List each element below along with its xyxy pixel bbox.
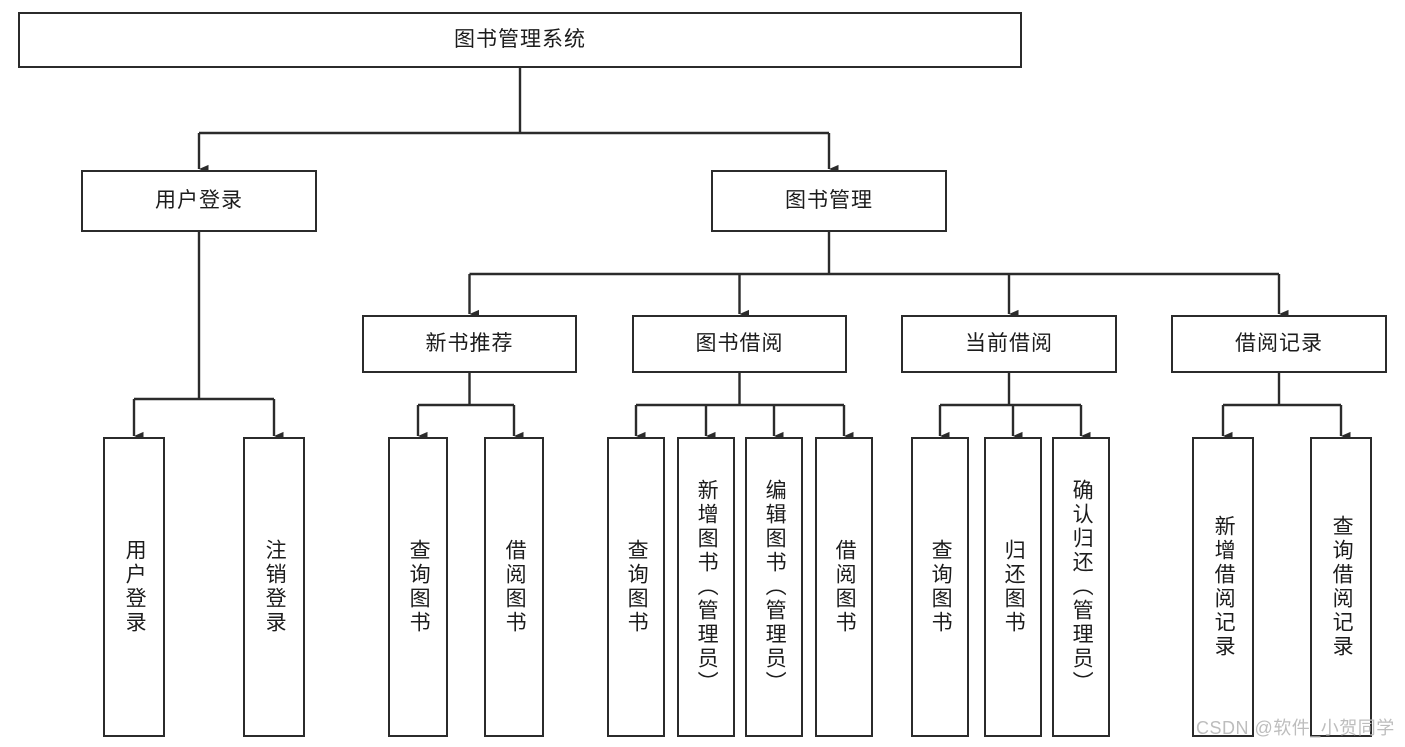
node-book-borrow[interactable]: 图书借阅: [632, 315, 847, 373]
node-label: 确认归还（管理员）: [1070, 479, 1094, 695]
node-leaf-edit-book-admin[interactable]: 编辑图书（管理员）: [745, 437, 803, 737]
edge-paths: [132, 68, 1351, 441]
node-leaf-return-book[interactable]: 归还图书: [984, 437, 1042, 737]
node-leaf-user-login[interactable]: 用户登录: [103, 437, 165, 737]
node-leaf-borrow-book-1[interactable]: 借阅图书: [484, 437, 544, 737]
node-leaf-query-borrow-record[interactable]: 查询借阅记录: [1310, 437, 1372, 737]
node-leaf-query-book-2[interactable]: 查询图书: [607, 437, 665, 737]
node-label: 新增借阅记录: [1212, 515, 1236, 659]
node-label: 当前借阅: [965, 332, 1053, 356]
node-leaf-add-book-admin[interactable]: 新增图书（管理员）: [677, 437, 735, 737]
node-label: 新增图书（管理员）: [695, 479, 719, 695]
node-label: 用户登录: [123, 539, 147, 635]
node-label: 图书管理: [785, 189, 873, 213]
node-book-manage[interactable]: 图书管理: [711, 170, 947, 232]
node-label: 借阅图书: [503, 539, 527, 635]
node-new-book-recommend[interactable]: 新书推荐: [362, 315, 577, 373]
node-label: 查询借阅记录: [1330, 515, 1354, 659]
node-borrow-record[interactable]: 借阅记录: [1171, 315, 1387, 373]
node-leaf-query-book-3[interactable]: 查询图书: [911, 437, 969, 737]
node-leaf-user-logout[interactable]: 注销登录: [243, 437, 305, 737]
node-user-login[interactable]: 用户登录: [81, 170, 317, 232]
node-label: 编辑图书（管理员）: [763, 479, 787, 695]
node-leaf-borrow-book-2[interactable]: 借阅图书: [815, 437, 873, 737]
node-label: 图书借阅: [695, 332, 784, 356]
node-label: 查询图书: [929, 539, 953, 635]
node-label: 归还图书: [1002, 539, 1026, 635]
node-label: 查询图书: [625, 539, 649, 635]
node-current-borrow[interactable]: 当前借阅: [901, 315, 1117, 373]
node-label: 查询图书: [407, 539, 431, 635]
node-label: 借阅图书: [833, 539, 857, 635]
watermark-label: CSDN @软件_小贺同学: [1196, 718, 1395, 738]
node-label: 注销登录: [263, 539, 287, 635]
node-label: 用户登录: [155, 189, 243, 213]
node-root[interactable]: 图书管理系统: [18, 12, 1022, 68]
node-label: 图书管理系统: [454, 28, 586, 52]
node-leaf-confirm-return-admin[interactable]: 确认归还（管理员）: [1052, 437, 1110, 737]
node-label: 借阅记录: [1235, 332, 1323, 356]
node-leaf-query-book-1[interactable]: 查询图书: [388, 437, 448, 737]
node-label: 新书推荐: [425, 332, 514, 356]
node-leaf-add-borrow-record[interactable]: 新增借阅记录: [1192, 437, 1254, 737]
